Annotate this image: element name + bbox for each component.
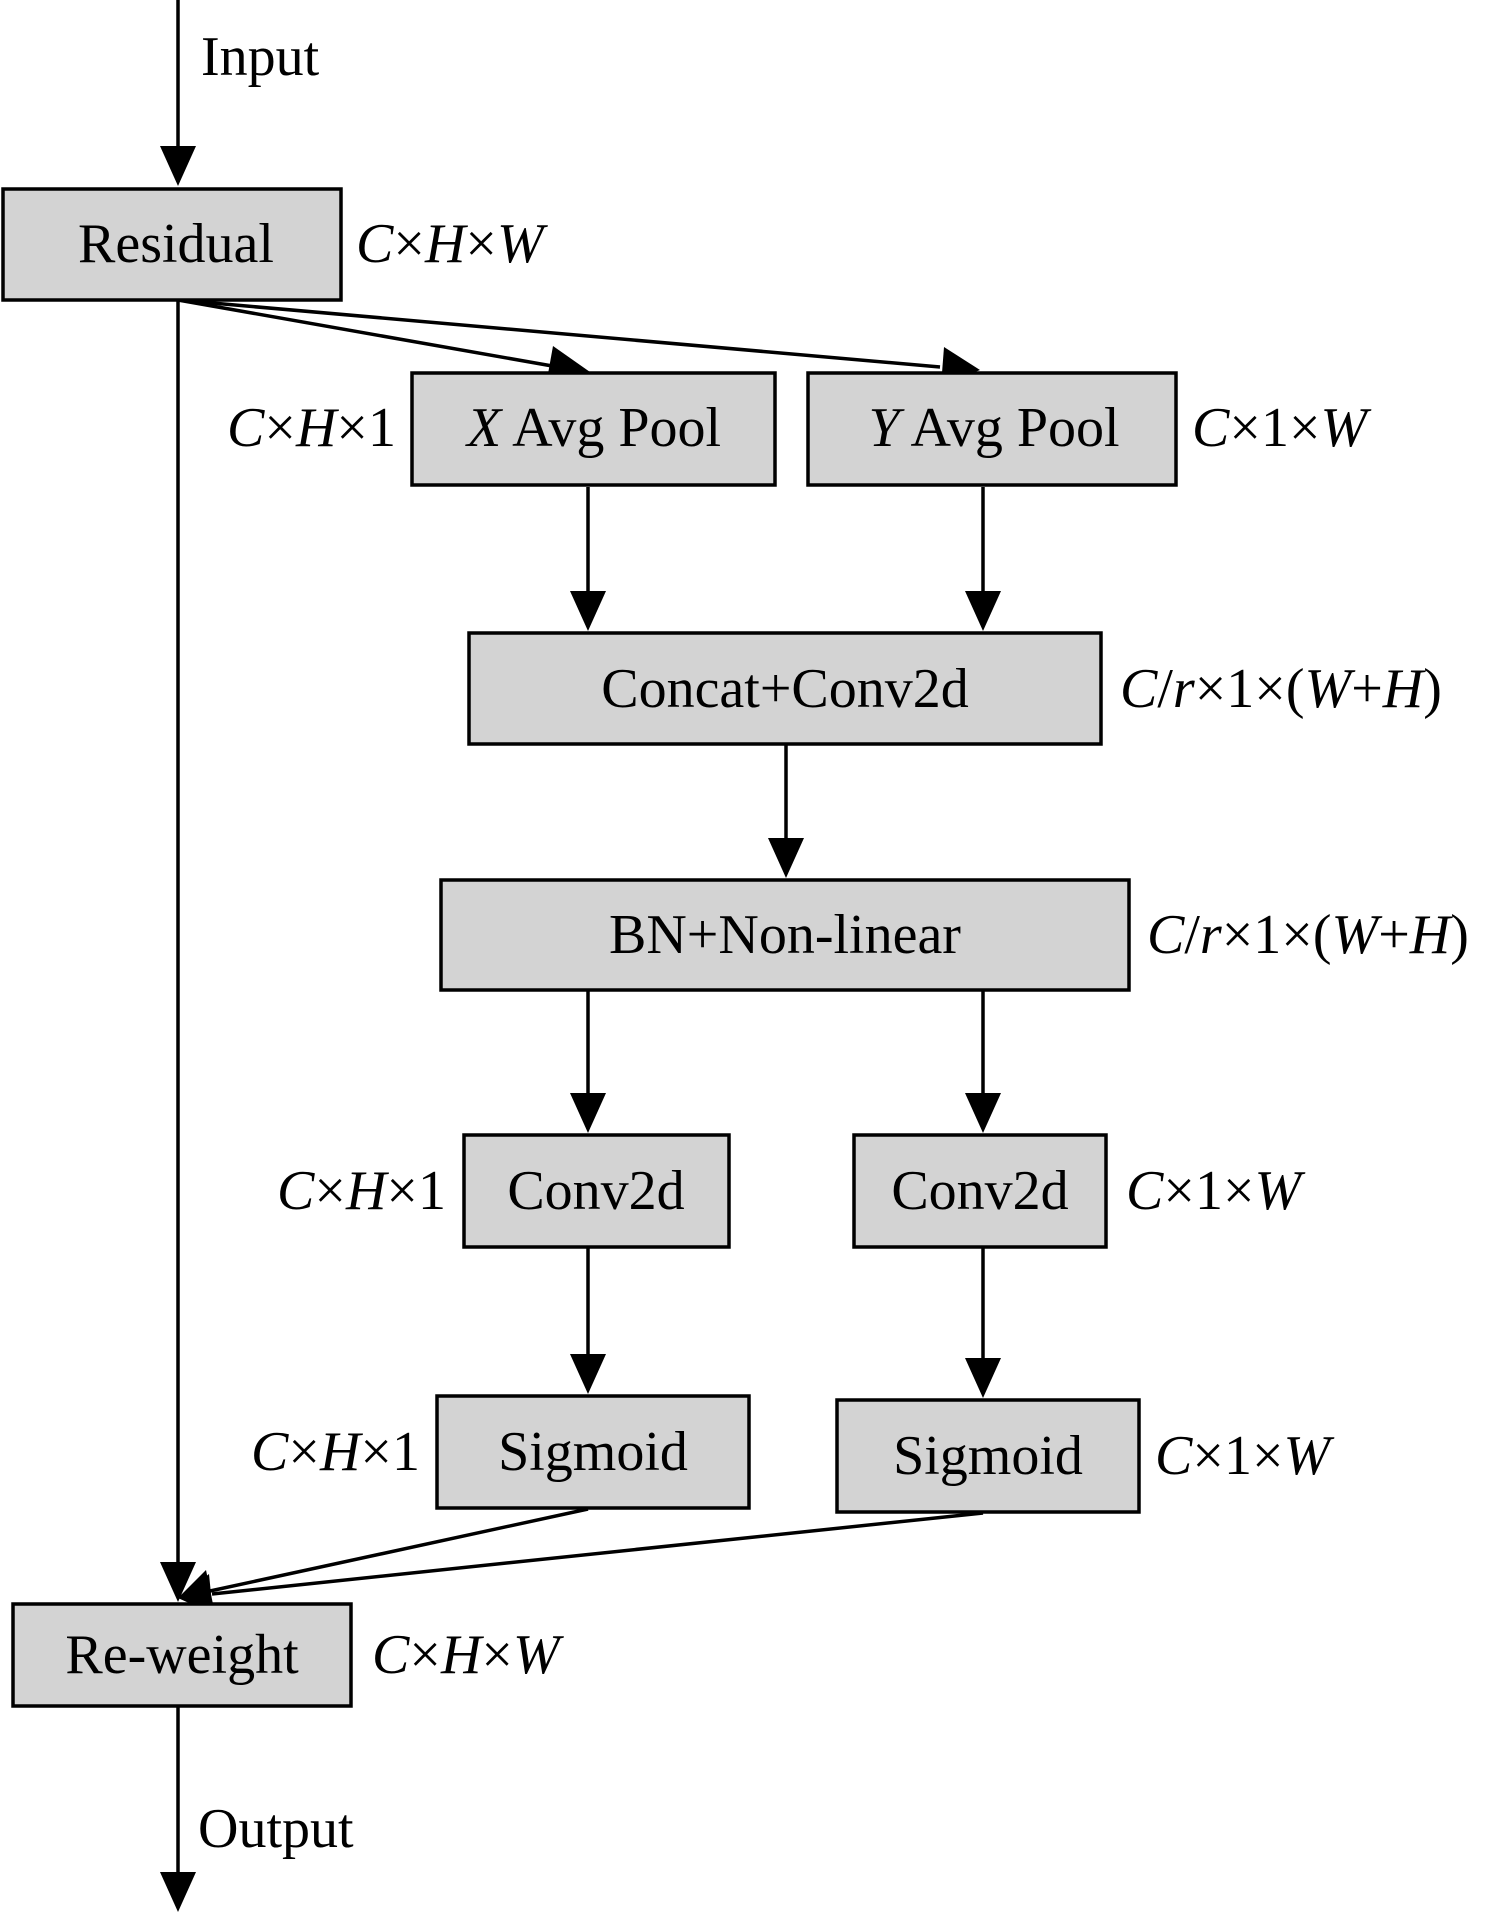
input-label: Input <box>201 26 320 88</box>
blocks <box>1 187 1178 1708</box>
x-avg-pool-box <box>410 371 777 487</box>
block-labels: Residual X Avg Pool Y Avg Pool Concat+Co… <box>65 213 1119 1686</box>
skip-connection-arrowhead <box>160 1562 196 1602</box>
re-weight-box <box>11 1602 353 1708</box>
concat-conv2d-box <box>467 631 1103 746</box>
re-weight-label: Re-weight <box>65 1624 299 1686</box>
residual-to-xpool-line <box>177 298 559 369</box>
x-avg-pool-text: Avg Pool <box>501 397 721 459</box>
concat-to-bn-arrowhead <box>768 838 804 878</box>
bn-nonlinear-label: BN+Non-linear <box>609 904 961 966</box>
conv-right-to-sigmoid-right-arrowhead <box>965 1358 1001 1398</box>
conv-left-to-sigmoid-left-arrowhead <box>570 1354 606 1394</box>
sigmoid-left-dims: C×H×1 <box>251 1421 420 1483</box>
y-avg-pool-dims: C×1×W <box>1192 397 1372 459</box>
y-avg-pool-box <box>806 371 1178 487</box>
ypool-to-concat-arrowhead <box>965 591 1001 631</box>
conv2d-right-label: Conv2d <box>891 1160 1068 1222</box>
sigmoid-right-dims: C×1×W <box>1155 1425 1335 1487</box>
dimension-labels: C×H×W C×H×1 C×1×W C/r×1×(W+H) C/r×1×(W+H… <box>227 213 1469 1686</box>
input-arrowhead <box>160 146 196 186</box>
y-avg-pool-text: Avg Pool <box>900 397 1120 459</box>
conv2d-right-dims: C×1×W <box>1126 1160 1306 1222</box>
connectors <box>160 0 1001 1912</box>
conv2d-right-box <box>852 1133 1108 1249</box>
sigmoid-left-to-reweight-line <box>209 1507 589 1593</box>
bn-nonlinear-dims: C/r×1×(W+H) <box>1147 904 1469 966</box>
sigmoid-left-label: Sigmoid <box>498 1421 688 1483</box>
re-weight-dims: C×H×W <box>372 1624 564 1686</box>
xpool-to-concat-arrowhead <box>570 591 606 631</box>
x-avg-pool-label: X Avg Pool <box>465 397 721 459</box>
bn-nonlinear-box <box>439 878 1131 992</box>
y-axis-variable: Y <box>868 397 905 459</box>
concat-conv2d-dims: C/r×1×(W+H) <box>1120 658 1442 720</box>
output-arrowhead <box>160 1872 196 1912</box>
bn-to-conv-right-arrowhead <box>965 1093 1001 1133</box>
io-labels: Input Output <box>198 26 354 1860</box>
conv2d-left-box <box>462 1133 731 1249</box>
residual-to-ypool-line <box>177 298 941 369</box>
residual-box <box>1 187 343 302</box>
conv2d-left-dims: C×H×1 <box>277 1160 446 1222</box>
sigmoid-right-label: Sigmoid <box>893 1425 1083 1487</box>
x-axis-variable: X <box>465 397 504 459</box>
x-avg-pool-dims: C×H×1 <box>227 397 396 459</box>
sigmoid-right-box <box>835 1398 1141 1514</box>
sigmoid-left-box <box>435 1394 751 1510</box>
residual-label: Residual <box>78 213 274 275</box>
concat-conv2d-label: Concat+Conv2d <box>601 658 969 720</box>
bn-to-conv-left-arrowhead <box>570 1093 606 1133</box>
sigmoid-right-to-reweight-line <box>211 1511 984 1596</box>
output-label: Output <box>198 1798 354 1860</box>
y-avg-pool-label: Y Avg Pool <box>868 397 1119 459</box>
residual-dims: C×H×W <box>356 213 548 275</box>
conv2d-left-label: Conv2d <box>507 1160 684 1222</box>
